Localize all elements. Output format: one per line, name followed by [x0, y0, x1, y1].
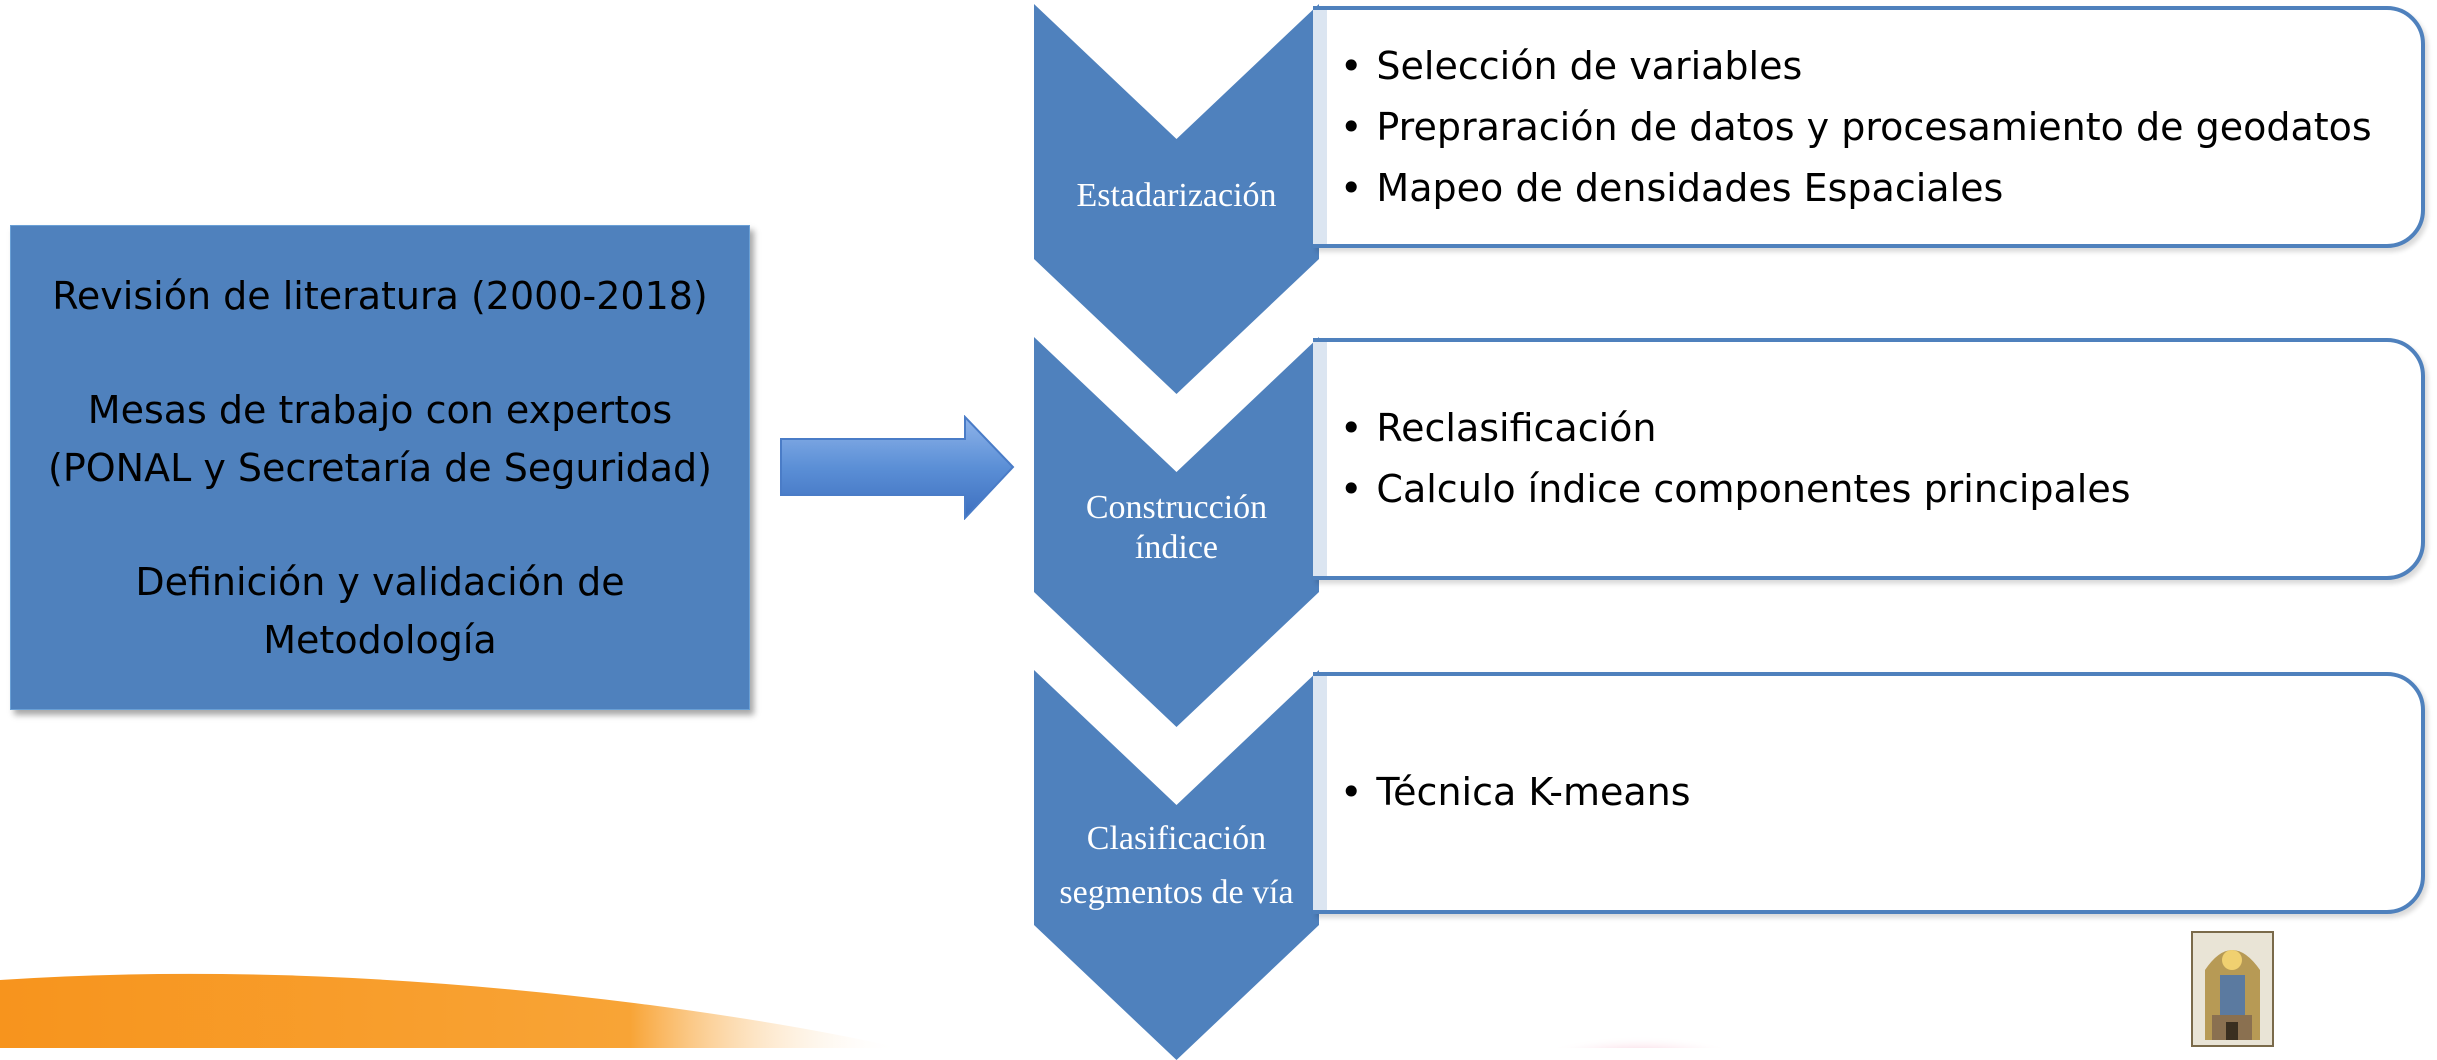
step-1-bullet-3: Mapeo de densidades Espaciales: [1340, 158, 2372, 219]
left-box-line-5: Metodología: [263, 617, 497, 662]
step-1-bullet-2: Prepraración de datos y procesamiento de…: [1340, 97, 2371, 158]
left-box-line-2: Mesas de trabajo con expertos: [87, 387, 673, 432]
step-1-label: Estadarización: [1034, 176, 1319, 216]
chevron-step-2: [1034, 337, 1319, 727]
literature-review-box: Revisión de literatura (2000-2018) Mesas…: [10, 225, 750, 710]
step-2-label-line-1: Construcción: [1085, 489, 1268, 526]
orange-swoosh-decoration: [0, 973, 900, 1048]
pink-logo-fragment: [1540, 1018, 1740, 1048]
chevron-step-1: [1034, 4, 1319, 394]
left-box-line-1: Revisión de literatura (2000-2018): [52, 273, 708, 318]
step-3-label-line-1: Clasificación: [1086, 820, 1267, 857]
municipal-crest-logo: [2191, 931, 2274, 1047]
right-arrow-icon: [780, 415, 1015, 520]
step-1-label-line-1: Estadarización: [1076, 177, 1277, 214]
step-2-label: Construcción índice: [1034, 488, 1319, 568]
step-2-bullet-list: Reclasificación Calculo índice component…: [1340, 398, 2131, 520]
step-3-bullet-list: Técnica K-means: [1340, 762, 1690, 823]
step-3-label-line-2: segmentos de vía: [1059, 874, 1294, 911]
step-2-bullet-2: Calculo índice componentes principales: [1340, 459, 2130, 520]
step-2-label-line-2: índice: [1134, 529, 1219, 566]
chevron-step-3: [1034, 670, 1319, 1060]
step-3-label: Clasificación segmentos de vía: [1034, 812, 1319, 920]
step-2-bullet-1: Reclasificación: [1340, 398, 2131, 459]
left-box-line-3: (PONAL y Secretaría de Seguridad): [48, 445, 712, 490]
step-3-bullet-1: Técnica K-means: [1340, 762, 1690, 823]
step-1-bullet-list: Selección de variables Prepraración de d…: [1340, 36, 2372, 219]
left-box-line-4: Definición y validación de: [135, 559, 625, 604]
step-1-bullet-1: Selección de variables: [1340, 36, 2372, 97]
